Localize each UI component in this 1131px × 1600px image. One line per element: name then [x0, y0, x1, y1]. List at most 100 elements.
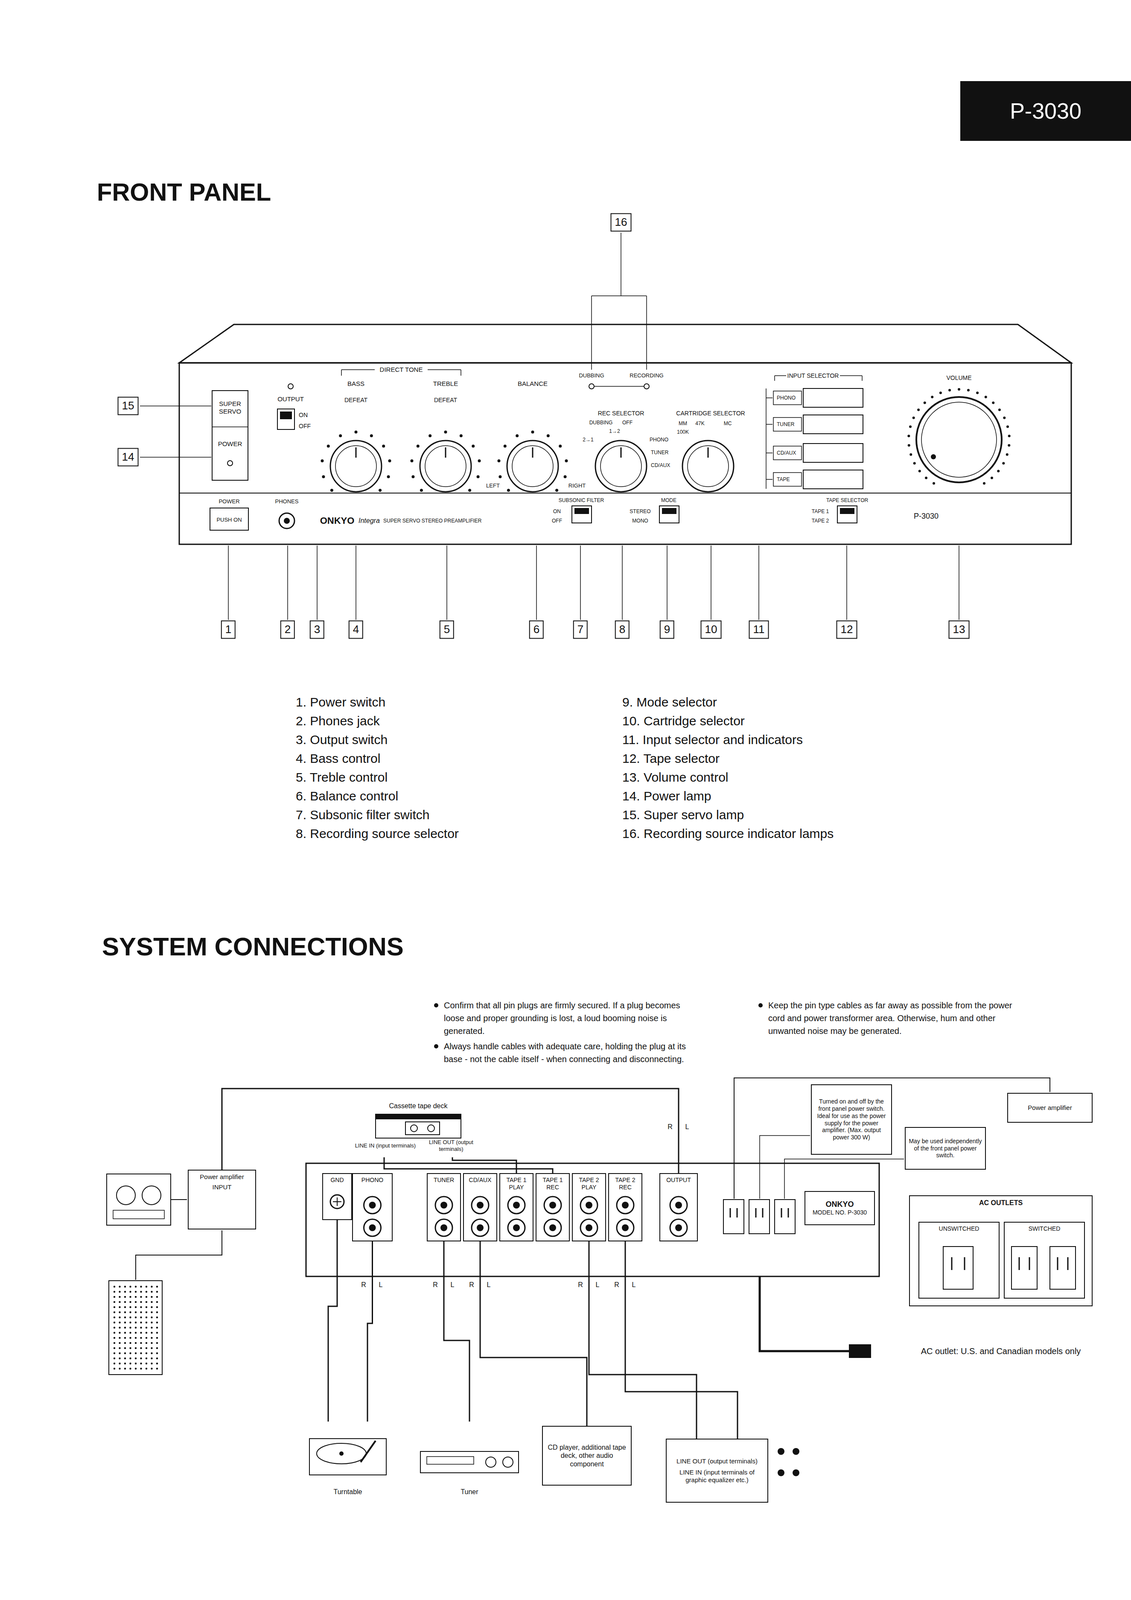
speaker-grille [124, 1331, 126, 1334]
phones-jack [279, 513, 295, 529]
scale-dot [991, 401, 995, 404]
panel-marking: RECORDING [629, 372, 664, 379]
indicator-window [773, 472, 802, 487]
power-cord [759, 1276, 850, 1351]
pin-jack [513, 1201, 520, 1209]
speaker-grille [150, 1316, 153, 1318]
speaker-grille [145, 1295, 148, 1298]
speaker-grille [129, 1352, 132, 1354]
channel-mark: R [614, 1280, 620, 1289]
speaker-grille [124, 1305, 126, 1308]
scale-dot [515, 434, 519, 438]
outlet-slot [736, 1207, 738, 1218]
scale-dot [387, 475, 391, 479]
channel-mark: R [667, 1122, 673, 1131]
terminal-box: CD/AUX [463, 1172, 498, 1242]
speaker-grille [134, 1311, 137, 1313]
tuner-dial [426, 1456, 474, 1464]
speaker-grille [124, 1326, 126, 1329]
callout-number: 9 [659, 620, 675, 639]
speaker-grille [118, 1285, 121, 1288]
speaker-grille [134, 1305, 137, 1308]
panel-marking: MM [678, 420, 688, 427]
signal-cable [328, 1219, 338, 1422]
pin-jack [616, 1218, 634, 1236]
speaker-grille [145, 1311, 148, 1313]
tuner-knob [502, 1456, 514, 1467]
callout-number: 5 [439, 620, 455, 639]
speaker-grille [113, 1362, 116, 1365]
speaker-grille [134, 1321, 137, 1324]
parts-list-item: 1. Power switch [295, 694, 386, 710]
speaker-grille [118, 1300, 121, 1303]
signal-cable [384, 1157, 553, 1173]
lamp-divider [212, 426, 248, 428]
speaker-grille [113, 1367, 116, 1370]
control-knob [595, 440, 647, 492]
slide-switch [659, 505, 680, 523]
bracket-line [839, 375, 863, 377]
level-meter [142, 1185, 161, 1205]
channel-mark: L [486, 1280, 491, 1289]
speaker-grille [113, 1357, 116, 1359]
bracket-line [766, 397, 773, 399]
bracket-line [766, 452, 773, 454]
leader-line [646, 295, 648, 370]
speaker-grille [113, 1346, 116, 1349]
pin-jack [616, 1196, 634, 1214]
leader-line [710, 545, 712, 620]
speaker-grille [139, 1285, 142, 1288]
callout-number: 1 [221, 620, 236, 639]
box-text: AC OUTLETS [979, 1198, 1023, 1207]
knob-rim [335, 445, 377, 487]
parts-list-item: 14. Power lamp [622, 788, 712, 804]
panel-marking: 100K [676, 428, 689, 435]
signal-cable [367, 1241, 373, 1422]
terminal-box: GND [322, 1172, 353, 1220]
parts-list-item: 3. Output switch [295, 731, 388, 748]
leader-line [536, 545, 537, 620]
panel-marking: P-3030 [913, 511, 939, 522]
outlet-slot [964, 1256, 966, 1270]
scale-dot [909, 453, 913, 456]
box-text: MODEL NO. P-3030 [812, 1208, 867, 1216]
callout-number: 13 [948, 620, 970, 639]
scale-dot [967, 388, 970, 392]
phones-jack [283, 517, 290, 524]
box-text: LINE OUT (output terminals) [418, 1138, 484, 1152]
speaker-grille [150, 1311, 153, 1313]
callout-number: 6 [529, 620, 544, 639]
speaker-grille [124, 1341, 126, 1344]
box-text: CD player, additional tape deck, other a… [545, 1442, 629, 1468]
terminal-box: TAPE 2 PLAY [571, 1172, 607, 1242]
indicator-window [773, 390, 802, 405]
leader-line [958, 545, 960, 620]
speaker-grille [113, 1305, 116, 1308]
speaker-grille [118, 1316, 121, 1318]
speaker-grille [129, 1285, 132, 1288]
speaker-grille [150, 1305, 153, 1308]
wire [170, 1198, 187, 1200]
speaker-grille [124, 1352, 126, 1354]
leader-line [846, 545, 848, 620]
speaker-grille [156, 1316, 158, 1318]
panel-marking: DEFEAT [434, 396, 458, 404]
scale-dot [428, 434, 432, 438]
scale-dot [497, 459, 501, 463]
callout-number: 16 [610, 212, 632, 232]
indicator-window [773, 417, 802, 432]
panel-marking: SUPER SERVO [213, 399, 247, 416]
panel-marking: RIGHT [568, 482, 586, 490]
terminal-box: TAPE 2 REC [608, 1172, 643, 1242]
speaker-grille [134, 1346, 137, 1349]
scale-dot [932, 481, 936, 485]
box-text: UNSWITCHED [938, 1224, 980, 1233]
parts-list-item: 2. Phones jack [295, 713, 380, 729]
power-button [209, 507, 249, 531]
speaker-grille [129, 1311, 132, 1313]
scale-dot [459, 434, 463, 438]
scale-dot [378, 488, 382, 492]
speaker-grille [124, 1357, 126, 1359]
ground-terminal [336, 1197, 338, 1206]
